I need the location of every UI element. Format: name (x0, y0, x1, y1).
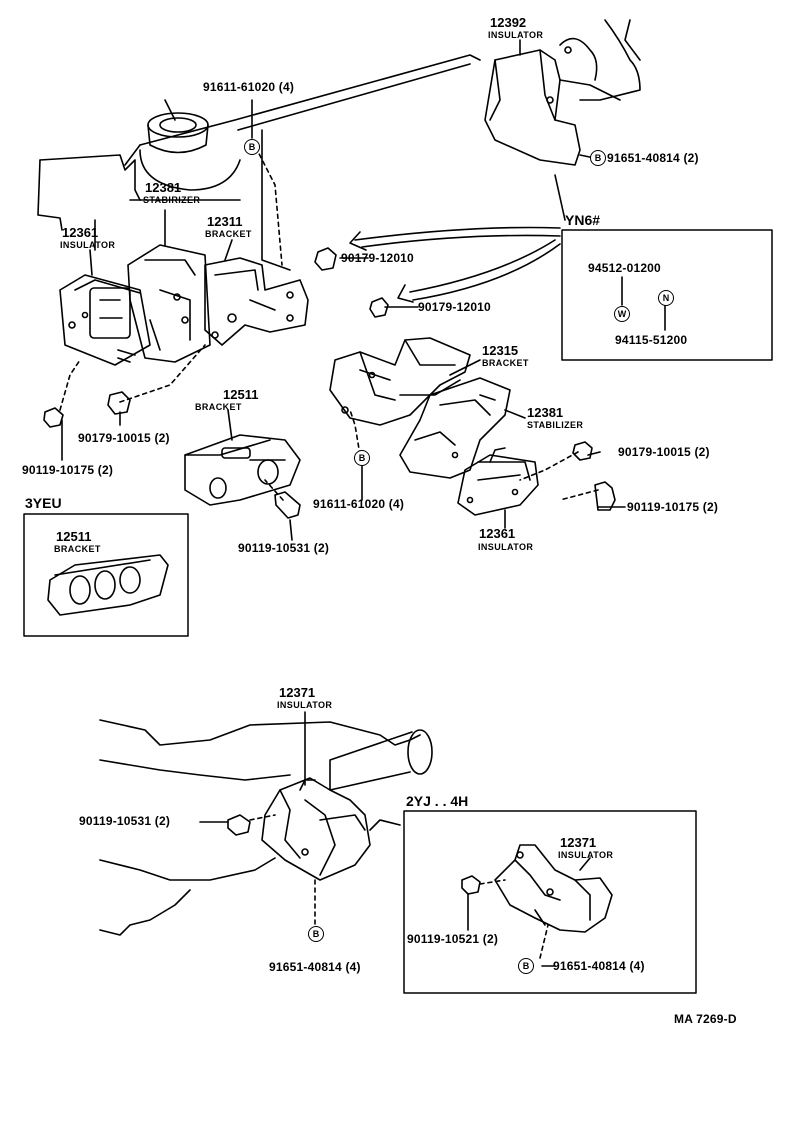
part-number-12381-left: 12381 (145, 180, 182, 195)
fastener-label-90119-10521: 90119-10521 (2) (407, 932, 499, 946)
part-name-12381-left: STABIRIZER (143, 195, 201, 205)
fastener-label-90179-12010-b: 90179-12010 (418, 300, 491, 314)
bracket-12315 (329, 337, 471, 426)
fastener-label-90119-10175-right: 90119-10175 (2) (627, 500, 719, 514)
leader-lines-top (59, 139, 599, 501)
bubble-b-icon: B (308, 926, 324, 942)
part-name-12311: BRACKET (205, 229, 252, 239)
leader-lines-bottom-solid (199, 711, 591, 967)
part-name-12511-3yeu: BRACKET (54, 544, 101, 554)
part-number-12361-right: 12361 (479, 526, 516, 541)
fastener-label-90119-10531-bottom: 90119-10531 (2) (79, 814, 171, 828)
part-name-12361-left: INSULATOR (60, 240, 116, 250)
bracket-12511 (184, 434, 301, 506)
variant-2yj-label: 2YJ . . 4H (406, 793, 469, 809)
insulator-12361-right (457, 447, 539, 516)
fastener-label-90179-10015-right: 90179-10015 (2) (618, 445, 710, 459)
fastener-label-91611-61020-center: 91611-61020 (4) (313, 497, 405, 511)
insulator-12371-lower (261, 777, 371, 881)
variant-yn6-frame (561, 229, 773, 361)
diagram-id: MA 7269-D (674, 1012, 737, 1026)
bracket-12311 (204, 257, 309, 346)
yn6-bolt-label-a: 94512-01200 (588, 261, 661, 275)
transmission-outline (99, 719, 433, 936)
part-name-12361-right: INSULATOR (478, 542, 534, 552)
fastener-label-90119-10531-top: 90119-10531 (2) (238, 541, 330, 555)
part-number-12361-left: 12361 (62, 225, 99, 240)
bracket-12511-3yeu (47, 554, 169, 616)
engine-outline-top (37, 54, 481, 271)
part-number-12381-right: 12381 (527, 405, 564, 420)
insulator-12361-left (59, 274, 151, 366)
yn6-leader (621, 276, 666, 331)
bubble-b-icon: B (590, 150, 606, 166)
oil-filler-cap (129, 112, 241, 201)
part-number-12392: 12392 (490, 15, 527, 30)
fastener-label-90179-12010-a: 90179-12010 (341, 251, 414, 265)
leader-lines-solid (61, 39, 626, 541)
variant-yn6-label: YN6# (565, 212, 601, 228)
leader-lines-bottom (249, 814, 549, 959)
fastener-icons-bottom (227, 814, 481, 895)
fastener-label-90179-10015-left: 90179-10015 (2) (78, 431, 170, 445)
variant-2yj-frame (403, 810, 697, 994)
fastener-label-91611-61020-top: 91611-61020 (4) (203, 80, 295, 94)
bubble-b-icon: B (354, 450, 370, 466)
bubble-b-icon: B (518, 958, 534, 974)
part-number-12315: 12315 (482, 343, 519, 358)
variant-3yeu-label: 3YEU (25, 495, 62, 511)
fastener-icons-top (43, 247, 616, 519)
insulator-12392 (484, 19, 641, 221)
part-name-12371-2yj: INSULATOR (558, 850, 614, 860)
part-number-12511: 12511 (223, 387, 259, 402)
bubble-n-icon: N (658, 290, 674, 306)
part-name-12371: INSULATOR (277, 700, 333, 710)
bubble-b-icon: B (244, 139, 260, 155)
fastener-label-90119-10175-left: 90119-10175 (2) (22, 463, 114, 477)
variant-3yeu-frame (23, 513, 189, 637)
part-name-12511: BRACKET (195, 402, 242, 412)
part-name-12392: INSULATOR (488, 30, 544, 40)
fastener-label-91651-40814-2yj: 91651-40814 (4) (553, 959, 645, 973)
part-number-12371-2yj: 12371 (560, 835, 597, 850)
part-number-12311: 12311 (207, 214, 243, 229)
part-name-12381-right: STABILIZER (527, 420, 584, 430)
bubble-w-icon: W (614, 306, 630, 322)
part-name-12315: BRACKET (482, 358, 529, 368)
connector-arrows (349, 226, 561, 303)
insulator-12371-2yj (494, 844, 613, 933)
stabilizer-12381-left (127, 244, 211, 363)
fastener-label-91651-40814-bottom: 91651-40814 (4) (269, 960, 361, 974)
yn6-bolt-label-b: 94115-51200 (615, 333, 688, 347)
part-number-12371: 12371 (279, 685, 316, 700)
stabilizer-12381-right (399, 377, 511, 479)
fastener-label-91651-40814-top: 91651-40814 (2) (607, 151, 699, 165)
part-number-12511-3yeu: 12511 (56, 529, 92, 544)
